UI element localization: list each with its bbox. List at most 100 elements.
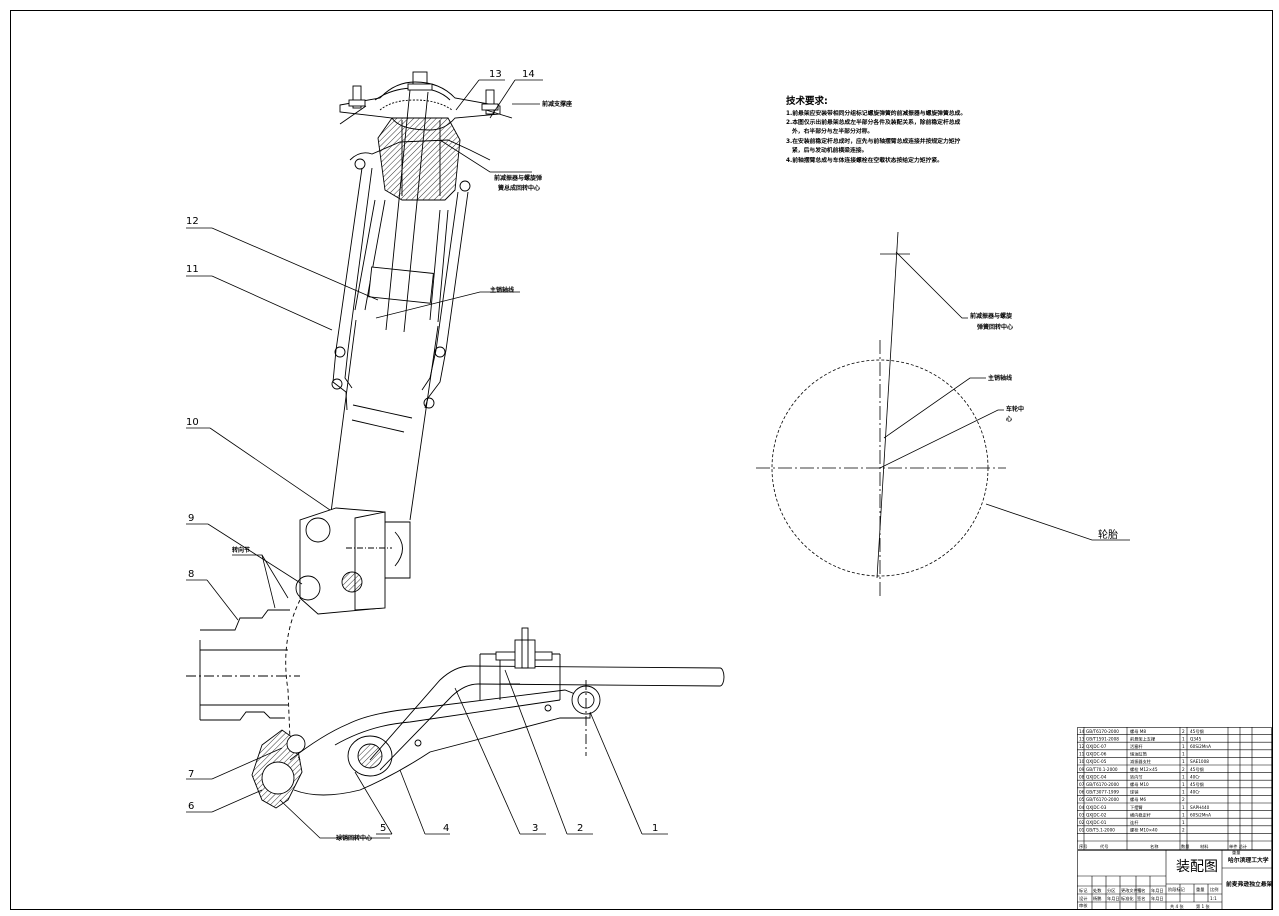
scale-label: 比例 <box>1210 886 1218 893</box>
bom-cell-name: 储油缸筒 <box>1130 751 1147 758</box>
tb-designer: 杨鹏 <box>1093 895 1101 902</box>
bom-header-name: 名称 <box>1150 843 1158 850</box>
bom-cell-name: 下摆臂 <box>1130 804 1143 811</box>
bom-cell-no: 13 <box>1079 736 1085 741</box>
bom-cell-material: 45号钢 <box>1190 728 1204 735</box>
tb-date: 年月日 <box>1151 887 1164 894</box>
tech-heading: 技术要求: <box>786 95 828 107</box>
bom-cell-qty: 1 <box>1182 820 1185 825</box>
bom-cell-code: QXJDC-04 <box>1086 774 1107 779</box>
bom-cell-name: 转向节 <box>1130 773 1143 780</box>
bom-cell-material: SAE1008 <box>1190 759 1209 764</box>
tb-standard: 标准化 <box>1121 895 1134 902</box>
bom-cell-qty: 2 <box>1182 729 1185 734</box>
annotations-right: 前减振器与螺旋 弹簧回转中心 主销轴线 车轮中 心 轮胎 <box>970 312 1118 541</box>
steering-knuckle-label: 转向节 <box>232 546 250 554</box>
tb-date2: 年月日 <box>1107 895 1120 902</box>
part-number: 3 <box>532 823 538 834</box>
wheel-center-label: 心 <box>1006 415 1012 423</box>
strut-assembly <box>186 71 725 809</box>
bom-cell-no: 02 <box>1079 820 1085 825</box>
bom-cell-material: SAPH440 <box>1190 805 1210 810</box>
bom-cell-no: 07 <box>1079 782 1085 787</box>
bom-cell-name: 减振器支柱 <box>1130 758 1152 765</box>
tech-line: 3.在安装前稳定杆总成时，应先与前轴摆臂总成连接并按规定力矩拧 <box>786 137 961 145</box>
tb-sign: 签名 <box>1137 887 1145 894</box>
sheet-total: 共 4 张 <box>1170 903 1185 910</box>
tech-line: 2.本图仅示出前悬架总成左半部分各件及装配关系，除前稳定杆总成 <box>786 118 961 126</box>
bom-cell-material: 45号钢 <box>1190 781 1204 788</box>
stage-label: 阶段标记 <box>1168 886 1186 893</box>
bom-cell-no: 03 <box>1079 812 1085 817</box>
bom-cell-code: QXJDC-05 <box>1086 759 1107 764</box>
tech-line: 紧，后与发动机前横梁连接。 <box>792 146 867 154</box>
tb-design: 设计 <box>1079 895 1087 902</box>
bom-cell-qty: 2 <box>1182 828 1185 833</box>
sheet-no: 第 1 张 <box>1196 903 1211 910</box>
bom-cell-material: 45号钢 <box>1190 766 1204 773</box>
tire-label: 轮胎 <box>1098 528 1118 541</box>
part-number: 1 <box>652 823 658 834</box>
top-mount-label: 前减支撑座 <box>542 100 572 108</box>
tb-count: 处数 <box>1093 887 1102 894</box>
weight-label: 重量 <box>1196 886 1204 893</box>
bom-cell-name: 活塞杆 <box>1130 743 1143 750</box>
bom-cell-name: 横向稳定杆 <box>1130 811 1152 818</box>
bom-cell-code: GB/T70.1-2000 <box>1086 767 1118 772</box>
bom-cell-material: 40Cr <box>1190 790 1200 795</box>
bom-cell-qty: 1 <box>1182 752 1185 757</box>
bom-cell-no: 11 <box>1079 752 1085 757</box>
bom-cell-no: 09 <box>1079 767 1085 772</box>
right-shock-label: 弹簧回转中心 <box>977 323 1013 331</box>
wheel-center-label: 车轮中 <box>1006 405 1024 413</box>
wheel-geometry <box>756 231 1130 596</box>
bom-cell-code: QXJDC-01 <box>1086 820 1107 825</box>
bom-cell-no: 14 <box>1079 729 1085 734</box>
bom-cell-name: 螺栓 M12×45 <box>1130 766 1158 773</box>
annotations-left: 前减支撑座 前减振器与螺旋弹 簧总成回转中心 主销轴线 转向节 球销回转中心 <box>232 100 572 842</box>
bom-cell-no: 10 <box>1079 759 1085 764</box>
bom-cell-name: 螺栓 M10×40 <box>1130 827 1158 834</box>
bom-cell-code: GB/T3077-1999 <box>1086 790 1119 795</box>
part-number: 11 <box>186 264 199 275</box>
part-number: 4 <box>443 823 449 834</box>
part-number: 2 <box>577 823 583 834</box>
bom-header-material: 材料 <box>1200 843 1209 850</box>
bom-cell-name: 球销 <box>1130 789 1138 796</box>
part-number: 13 <box>489 69 502 80</box>
part-number: 6 <box>188 801 194 812</box>
bom-cell-name: 螺母 M10 <box>1130 781 1149 788</box>
tech-line: 4.前轴摆臂总成与车体连接螺栓在空载状态按给定力矩拧紧。 <box>786 156 943 164</box>
bom-cell-code: GB/T6170-2000 <box>1086 729 1119 734</box>
tb-zone: 分区 <box>1107 887 1115 894</box>
tb-date3: 年月日 <box>1151 895 1164 902</box>
bom-cell-code: QXJDC-06 <box>1086 752 1107 757</box>
bom-cell-qty: 1 <box>1182 759 1185 764</box>
shock-center-label: 簧总成回转中心 <box>498 184 540 192</box>
bom-cell-no: 06 <box>1079 790 1085 795</box>
leader-lines <box>186 79 668 839</box>
title-block-text: 装配图 哈尔滨理工大学 前麦弗逊独立悬架 阶段标记 重量 比例 1:1 共 4 … <box>1079 856 1273 910</box>
tech-line: 外，右半部分与左半部分对称。 <box>792 127 873 135</box>
bom-cell-code: QXJDC-02 <box>1086 812 1107 817</box>
ball-joint-center-label: 球销回转中心 <box>336 834 372 842</box>
bom-cell-qty: 1 <box>1182 812 1185 817</box>
bom-cell-material: 60Si2MnA <box>1190 812 1211 817</box>
bom-cell-qty: 1 <box>1182 774 1185 779</box>
bom-cell-material: 40Cr <box>1190 774 1200 779</box>
tb-review: 审核 <box>1079 902 1088 909</box>
bom-cell-no: 04 <box>1079 805 1085 810</box>
right-kingpin-label: 主销轴线 <box>988 374 1012 382</box>
part-number: 10 <box>186 417 199 428</box>
bom-cell-qty: 1 <box>1182 790 1185 795</box>
drawing-title: 装配图 <box>1176 859 1218 875</box>
part-number: 5 <box>380 823 386 834</box>
bom-header-code: 代号 <box>1100 843 1108 850</box>
tb-sign2: 签名 <box>1137 895 1145 902</box>
bom-cell-material: Q345 <box>1190 736 1202 741</box>
product-name: 前麦弗逊独立悬架 <box>1226 880 1273 888</box>
bom-cell-no: 05 <box>1079 797 1085 802</box>
bom-cell-qty: 1 <box>1182 744 1185 749</box>
part-number: 7 <box>188 769 194 780</box>
